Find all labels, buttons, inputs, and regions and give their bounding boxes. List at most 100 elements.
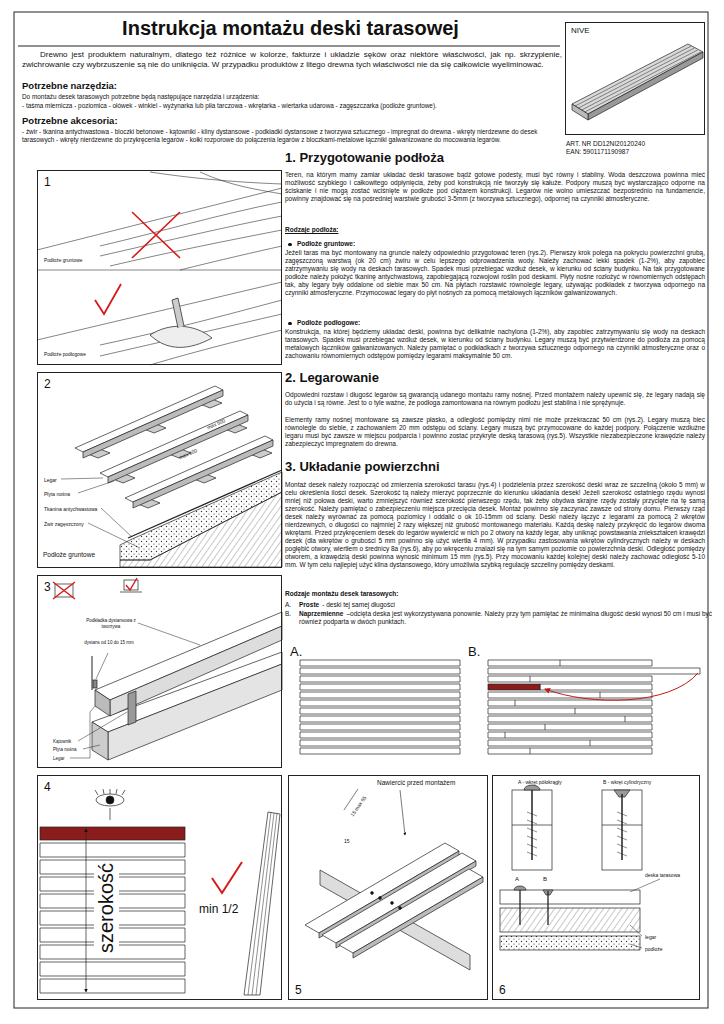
- section-heading: 2. Legarowanie: [285, 370, 379, 385]
- wrong-mark: [53, 582, 75, 599]
- part-label: deska tarasowa: [645, 872, 680, 878]
- list-term: Proste: [299, 601, 319, 608]
- staggered-layout: [488, 660, 700, 754]
- screwing-drawing: [339, 869, 483, 953]
- list-item: A.Proste- deski tej samej długości: [285, 601, 719, 609]
- section-heading: Potrzebne narzędzia:: [22, 80, 117, 92]
- ground-sketch: [37, 172, 282, 270]
- screw-detail-drawing: [630, 879, 660, 948]
- correct-mark: [95, 284, 121, 314]
- width-drawing: [40, 843, 185, 993]
- correct-mark: [212, 862, 242, 893]
- substructure-drawing: [83, 390, 223, 458]
- body-text: Elementy ramy nośnej montowane są zawsze…: [285, 416, 705, 448]
- ground-sketch: [37, 270, 282, 271]
- width-drawing: [248, 812, 277, 995]
- straight-layout: [300, 660, 460, 754]
- straight-layout: [300, 660, 460, 754]
- screwing-drawing: [399, 907, 402, 910]
- wrong-mark: [53, 582, 75, 599]
- list-text: - deski tej samej długości: [322, 601, 395, 608]
- figure-panel: 1Podłoże gruntowePodłoże podłogowe: [37, 170, 282, 365]
- screwing-drawing: [353, 877, 483, 958]
- figure-number: 3: [44, 580, 51, 595]
- width-drawing: [96, 794, 124, 806]
- body-text: Teren, na którym mamy zamiar układać des…: [285, 171, 705, 203]
- figure-number: 4: [44, 780, 51, 795]
- part-label: Tkanina antychwastowa: [44, 506, 97, 512]
- ground-sketch: [37, 282, 282, 365]
- joist-mount-drawing: [55, 580, 282, 760]
- screw-detail-drawing: [512, 790, 552, 870]
- page-frame: [18, 46, 560, 47]
- part-label: Podłoże gruntowe: [43, 551, 95, 559]
- wrong-mark: [132, 212, 180, 258]
- substructure-drawing: [125, 436, 273, 502]
- width-drawing: [106, 796, 114, 804]
- ground-sketch: [37, 172, 282, 365]
- correct-mark: [126, 578, 137, 590]
- list-text: –odcięta deska jest wykorzystywana ponow…: [299, 610, 712, 625]
- screw-detail-drawing: [621, 794, 623, 860]
- figure-panel: 5Nawiercić przed montażem15 max 6515: [288, 775, 488, 1000]
- width-drawing: [40, 789, 280, 995]
- screwing-drawing: [305, 789, 483, 970]
- screw-detail-drawing: [500, 936, 640, 950]
- joist-mount-drawing: [95, 690, 110, 716]
- screw-detail-drawing: [514, 886, 526, 890]
- page-frame: [14, 12, 708, 1008]
- screw-detail-drawing: [617, 812, 627, 856]
- screwing-drawing: [400, 790, 405, 835]
- diagram-letter: B.: [468, 644, 480, 660]
- joist-mount-drawing: [93, 680, 97, 688]
- substructure-drawing: [128, 470, 282, 538]
- page-title: Instrukcja montażu deski tarasowej: [18, 16, 563, 41]
- deck-board-icon: [572, 104, 588, 120]
- diagram-letter: A.: [290, 644, 302, 660]
- figure-panel: 6A - wkręt półokrągłyB - wkręt cylindryc…: [492, 775, 700, 1000]
- joist-mount-drawing: [95, 612, 282, 700]
- width-drawing: [86, 829, 87, 992]
- ean-code: EAN: 5901171190987: [566, 148, 629, 156]
- callout-letter: B: [543, 876, 547, 884]
- list-item: B.Naprzemienne–odcięta deska jest wykorz…: [285, 610, 719, 626]
- body-text: Jeżeli taras ma być montowany na gruncie…: [285, 249, 705, 297]
- width-drawing: [95, 789, 125, 820]
- intro-text: Drewno jest produktem naturalnym, dlateg…: [22, 50, 562, 69]
- width-drawing: [40, 827, 185, 840]
- note-label: Nawiercić przed montażem: [377, 779, 455, 787]
- dimension-label: szerokość: [94, 862, 119, 954]
- ground-sketch: [172, 298, 184, 328]
- dimension-label: max 500: [178, 447, 198, 461]
- deck-board-icon: [588, 52, 703, 120]
- body-text: - taśma miernicza - poziomica - ołówek -…: [22, 102, 562, 110]
- part-label: Żwir zagęszczony: [44, 521, 84, 527]
- part-label: B - wkręt cylindryczny: [603, 779, 651, 785]
- substructure-drawing: [61, 386, 282, 567]
- subheading: Podłoże gruntowe:: [297, 240, 355, 248]
- figure-number: 5: [295, 983, 302, 998]
- joist-mount-drawing: [70, 623, 200, 758]
- dimension-label: 15: [344, 838, 350, 844]
- staggered-layout: [488, 684, 540, 690]
- screwing-drawing: [371, 892, 374, 895]
- joist-mount-drawing: [120, 592, 142, 593]
- substructure-drawing: [133, 440, 273, 508]
- part-label: Legar: [44, 477, 57, 483]
- ground-sketch: [150, 326, 212, 347]
- figure-number: 1: [44, 175, 51, 190]
- body-text: Konstrukcja, na której będziemy układać …: [285, 328, 705, 360]
- subheading: Podłoże podłogowe:: [297, 319, 360, 327]
- correct-mark: [126, 578, 137, 590]
- page-frame: [14, 12, 708, 1008]
- part-label: Podłoże gruntowe: [44, 258, 82, 264]
- screw-detail-drawing: [602, 790, 642, 870]
- part-label: legar: [645, 934, 656, 940]
- body-text: Montaż desek należy rozpocząć od zmierze…: [285, 481, 705, 569]
- part-label: Legar: [53, 756, 65, 762]
- list-marker: B.: [285, 610, 299, 618]
- staggered-layout: [488, 660, 700, 754]
- substructure-drawing: [61, 478, 140, 548]
- staggered-layout: [505, 660, 625, 754]
